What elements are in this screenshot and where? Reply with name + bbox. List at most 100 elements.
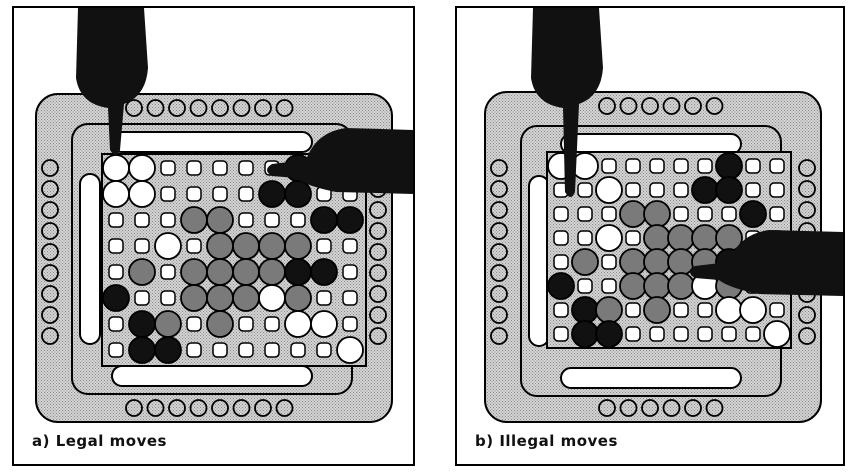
empty-hole (134, 212, 150, 228)
black-marble (595, 320, 623, 348)
empty-hole (290, 342, 306, 358)
frame-hole (275, 399, 294, 417)
grey-marble (619, 200, 647, 228)
empty-hole (553, 302, 569, 318)
frame-hole (232, 399, 251, 417)
empty-hole (186, 160, 202, 176)
grey-marble (667, 272, 695, 300)
empty-hole (553, 326, 569, 342)
black-marble (336, 206, 364, 234)
empty-hole (316, 290, 332, 306)
grey-marble (232, 232, 260, 260)
frame-hole (146, 399, 165, 417)
grey-marble (180, 258, 208, 286)
grey-marble (643, 296, 671, 324)
empty-hole (721, 206, 737, 222)
grey-marble (258, 258, 286, 286)
frame-hole (125, 399, 143, 417)
empty-hole (316, 342, 332, 358)
empty-hole (160, 212, 176, 228)
white-marble (284, 310, 312, 338)
frame-hole (490, 285, 508, 303)
empty-hole (649, 326, 665, 342)
empty-hole (577, 206, 593, 222)
empty-hole (697, 206, 713, 222)
empty-hole (673, 206, 689, 222)
frame-hole (798, 327, 816, 345)
empty-hole (769, 158, 785, 174)
bottom-slot (111, 365, 313, 387)
empty-hole (108, 342, 124, 358)
white-marble (595, 224, 623, 252)
grey-marble (643, 224, 671, 252)
frame-hole (662, 97, 681, 115)
frame-hole (662, 399, 681, 417)
white-marble (336, 336, 364, 364)
frame-hole (705, 399, 724, 417)
empty-hole (264, 342, 280, 358)
empty-hole (601, 206, 617, 222)
empty-hole (745, 326, 761, 342)
frame-hole (41, 264, 59, 282)
black-marble (571, 296, 599, 324)
frame-hole (41, 285, 59, 303)
white-marble (102, 180, 130, 208)
white-marble (128, 154, 156, 182)
grey-marble (619, 248, 647, 276)
black-marble (310, 258, 338, 286)
frame-hole (41, 180, 59, 198)
empty-hole (212, 342, 228, 358)
grey-marble (180, 284, 208, 312)
empty-hole (601, 158, 617, 174)
white-marble (763, 320, 791, 348)
grey-marble (667, 248, 695, 276)
grey-marble (180, 206, 208, 234)
white-marble (258, 284, 286, 312)
grey-marble (571, 248, 599, 276)
empty-hole (553, 254, 569, 270)
empty-hole (577, 182, 593, 198)
white-marble (128, 180, 156, 208)
empty-hole (108, 316, 124, 332)
empty-hole (186, 238, 202, 254)
grey-marble (643, 200, 671, 228)
black-marble (102, 284, 130, 312)
empty-hole (238, 342, 254, 358)
empty-hole (721, 326, 737, 342)
grey-marble (154, 310, 182, 338)
empty-hole (649, 158, 665, 174)
frame-hole (254, 99, 272, 117)
empty-hole (673, 182, 689, 198)
bottom-slot (560, 367, 742, 389)
empty-hole (342, 238, 358, 254)
left-slot (79, 173, 101, 345)
grey-marble (232, 258, 260, 286)
empty-hole (625, 158, 641, 174)
empty-hole (316, 238, 332, 254)
empty-hole (108, 238, 124, 254)
grey-marble (206, 206, 234, 234)
empty-hole (186, 316, 202, 332)
grey-marble (691, 224, 719, 252)
empty-hole (697, 302, 713, 318)
black-marble (715, 152, 743, 180)
black-marble (258, 180, 286, 208)
black-marble (128, 336, 156, 364)
empty-hole (160, 186, 176, 202)
pointing-hand-icon (76, 8, 148, 155)
white-marble (739, 296, 767, 324)
frame-hole (490, 327, 508, 345)
empty-hole (601, 254, 617, 270)
frame-hole (41, 159, 59, 177)
frame-hole (369, 264, 387, 282)
empty-hole (769, 302, 785, 318)
frame-hole (369, 201, 387, 219)
black-marble (284, 258, 312, 286)
grey-marble (206, 284, 234, 312)
board-diagram-a (35, 8, 413, 423)
frame-hole (125, 99, 143, 117)
white-marble (154, 232, 182, 260)
white-marble (715, 296, 743, 324)
frame-hole (211, 99, 229, 117)
frame-hole (41, 201, 59, 219)
